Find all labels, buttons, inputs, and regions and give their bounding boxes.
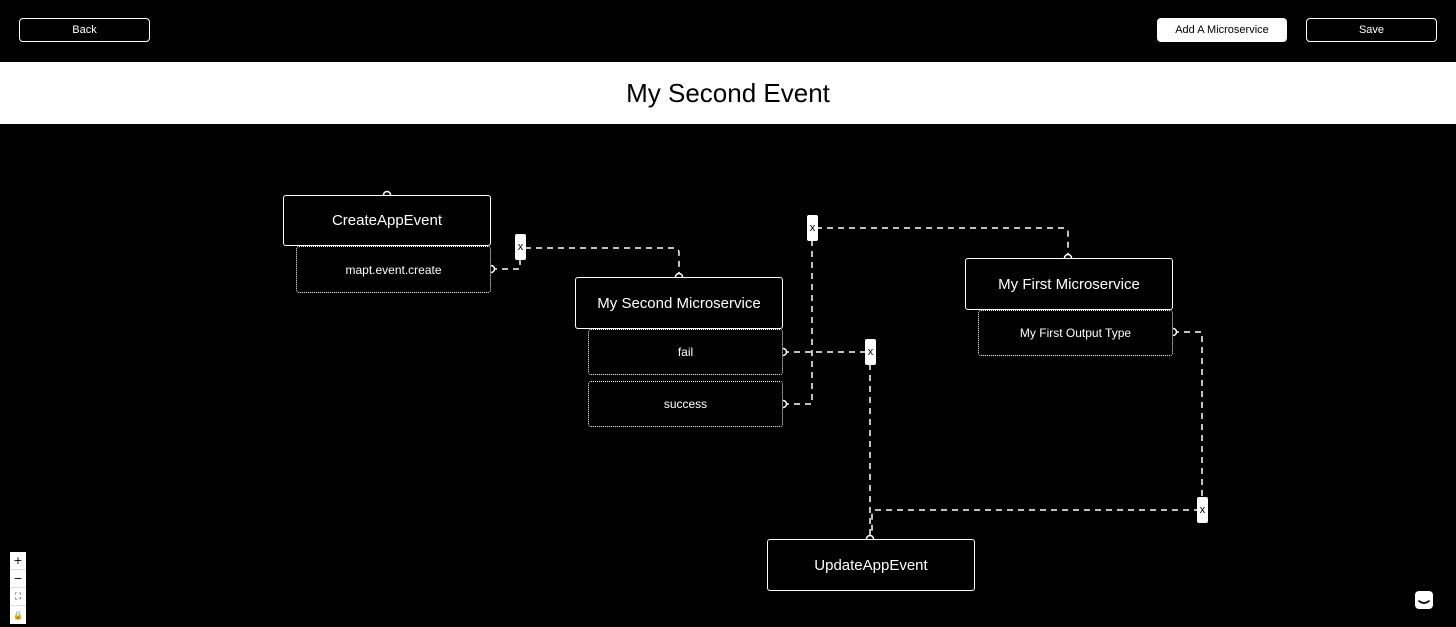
top-toolbar: Back Add A Microservice Save: [0, 0, 1456, 62]
node-first-microservice[interactable]: My First Microservice: [965, 258, 1173, 310]
title-bar: My Second Event: [0, 62, 1456, 124]
edge-firstoutput-to-update: [871, 331, 1203, 536]
port-mapt-event-create[interactable]: mapt.event.create: [296, 246, 491, 293]
edge-delete-button[interactable]: x: [1197, 497, 1208, 523]
edge-delete-button[interactable]: x: [865, 339, 876, 365]
fit-view-icon[interactable]: ⛶: [10, 588, 26, 606]
add-microservice-button[interactable]: Add A Microservice: [1157, 18, 1287, 42]
edges-layer: [382, 190, 1203, 544]
page-title: My Second Event: [626, 77, 830, 108]
zoom-in-icon[interactable]: +: [10, 552, 26, 570]
edge-delete-button[interactable]: x: [807, 215, 818, 241]
node-second-microservice[interactable]: My Second Microservice: [575, 277, 783, 329]
port-fail[interactable]: fail: [588, 329, 783, 375]
zoom-controls: + − ⛶ 🔒: [10, 552, 26, 624]
edge-create-to-second: [491, 247, 680, 274]
save-button[interactable]: Save: [1306, 18, 1437, 42]
back-button[interactable]: Back: [19, 18, 150, 42]
port-success[interactable]: success: [588, 381, 783, 427]
lock-icon[interactable]: 🔒: [13, 610, 23, 620]
zoom-out-icon[interactable]: −: [10, 570, 26, 588]
chat-icon[interactable]: [1414, 590, 1434, 610]
flow-canvas[interactable]: CreateAppEvent mapt.event.create My Seco…: [0, 124, 1456, 627]
port-first-output-type[interactable]: My First Output Type: [978, 310, 1173, 356]
node-create-app-event[interactable]: CreateAppEvent: [283, 195, 491, 246]
node-update-app-event[interactable]: UpdateAppEvent: [767, 539, 975, 591]
edge-delete-button[interactable]: x: [515, 234, 526, 260]
edge-success-to-first: [783, 227, 1069, 405]
edge-fail-to-update: [783, 351, 871, 536]
